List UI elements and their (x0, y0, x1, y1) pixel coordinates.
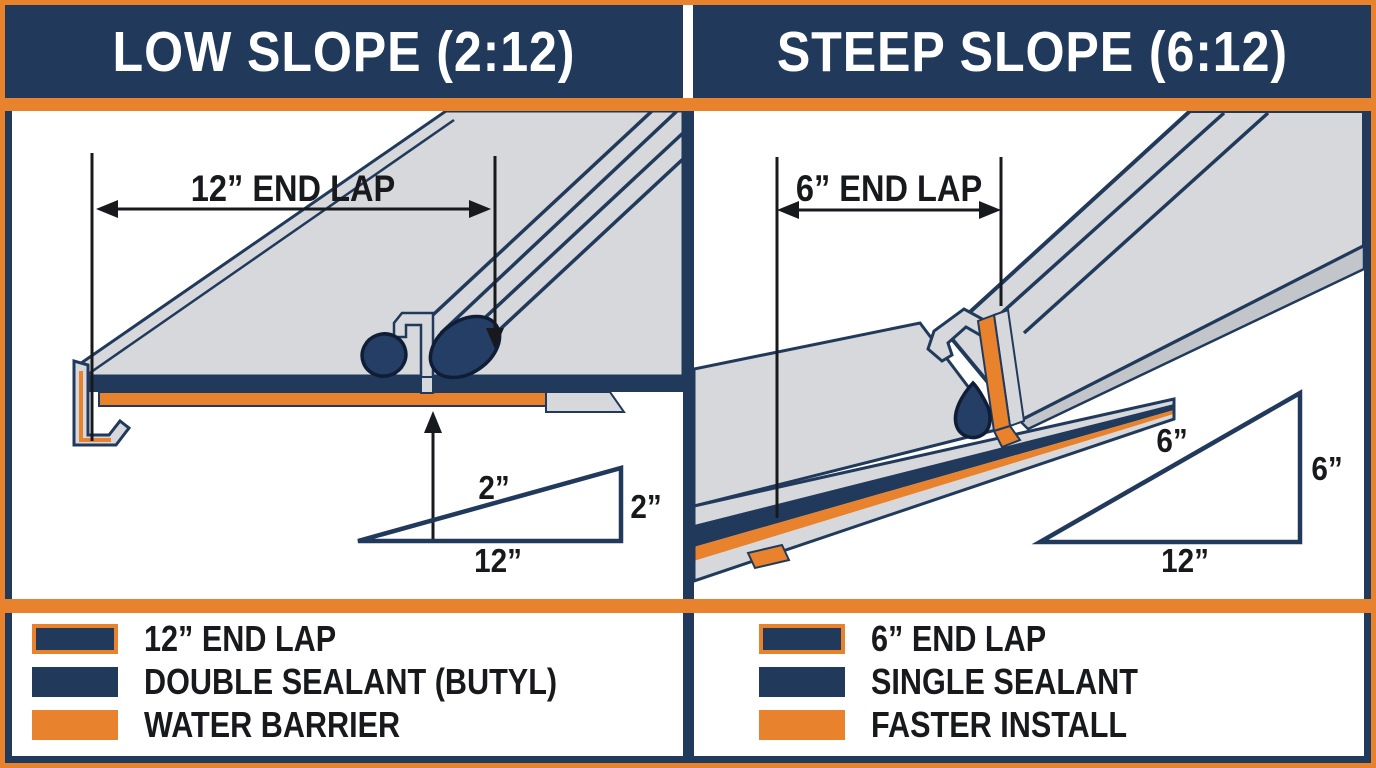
left-frame-bar (5, 613, 12, 756)
butyl-sealant-blob (360, 332, 408, 378)
arrowhead-left (96, 200, 118, 218)
legend-label: FASTER INSTALL (871, 704, 1128, 745)
legend-item-sealant: SINGLE SEALANT (759, 661, 1364, 702)
steep-slope-drawing: 6” END LAP 6” 6” 12” (692, 109, 1366, 584)
header-gap (683, 5, 693, 98)
legend-label: 12” END LAP (144, 618, 337, 659)
arrowhead-right (469, 200, 491, 218)
arrowhead-up (424, 411, 442, 433)
panel-rib-line (459, 131, 685, 342)
header-low-slope: LOW SLOPE (2:12) (5, 5, 683, 98)
slope-rise-label: 2” (630, 489, 661, 526)
low-slope-diagram: 12” END LAP 2” 2” 12” (12, 109, 685, 599)
slope-hypotenuse-label: 2” (478, 470, 509, 507)
triangle-hyp-label-group: 6” (1156, 423, 1187, 460)
legend-swatch-water-barrier (32, 710, 118, 740)
left-frame-bar (5, 111, 12, 599)
slope-run-label: 12” (474, 543, 522, 580)
triangle-rise-label-group: 2” (630, 489, 661, 526)
orange-divider-strip-top (5, 98, 1371, 111)
right-frame-bar (1364, 613, 1371, 756)
legend-label: DOUBLE SEALANT (BUTYL) (144, 661, 558, 702)
header-low-slope-title: LOW SLOPE (2:12) (112, 19, 576, 84)
panel-edge-inner-line (83, 118, 455, 379)
legend-item-end-lap: 12” END LAP (32, 618, 683, 659)
legend-label: SINGLE SEALANT (871, 661, 1138, 702)
lap-edge-navy (694, 404, 1174, 547)
right-frame-bar (1364, 111, 1371, 599)
header-row: LOW SLOPE (2:12) STEEP SLOPE (6:12) (5, 5, 1371, 98)
water-barrier-strip (98, 391, 547, 407)
center-divider-bar (683, 613, 694, 756)
steep-slope-diagram: 6” END LAP 6” 6” 12” (692, 109, 1366, 599)
header-steep-slope-title: STEEP SLOPE (6:12) (776, 19, 1288, 84)
panel-end-tab (545, 391, 626, 413)
panel-rib-line (984, 111, 1226, 329)
slope-triangle (1031, 389, 1303, 545)
panel-underside-band (74, 376, 683, 392)
end-lap-dimension-label: 12” END LAP (191, 168, 395, 209)
legend-item-water-barrier: WATER BARRIER (32, 704, 683, 745)
panel-hem-edge (72, 359, 132, 447)
slope-rise-label: 6” (1311, 451, 1342, 488)
legend-label: 6” END LAP (871, 618, 1047, 659)
center-divider-bar (683, 111, 694, 599)
panel-rib-line (419, 109, 654, 328)
slope-triangle (357, 465, 624, 544)
dimension-label-group: 6” END LAP (796, 168, 982, 209)
hem-water-barrier-line (79, 371, 111, 442)
low-slope-drawing: 12” END LAP 2” 2” 12” (72, 109, 685, 580)
orange-divider-strip-bottom (5, 599, 1371, 613)
single-sealant-drop (953, 380, 992, 440)
sealant-channel-foot (992, 424, 1022, 449)
slope-hypotenuse-label: 6” (1156, 423, 1187, 460)
steep-slope-legend: 6” END LAP SINGLE SEALANT FASTER INSTALL (694, 613, 1364, 756)
triangle-run-label-group: 12” (1161, 543, 1209, 580)
bottom-frame-bar (5, 756, 1371, 763)
dimension-label-group: 12” END LAP (191, 168, 395, 209)
panel-rib-line (479, 157, 685, 349)
legend-item-sealant: DOUBLE SEALANT (BUTYL) (32, 661, 683, 702)
end-lap-dimension-label: 6” END LAP (796, 168, 982, 209)
arrowhead-down (486, 328, 504, 349)
seam-stem (420, 376, 434, 394)
legend-swatch-end-lap (759, 624, 845, 654)
legend-swatch-sealant (32, 667, 118, 697)
legend-swatch-faster-install (759, 710, 845, 740)
arrowhead-right (979, 201, 1001, 219)
panel-rib-line (1022, 111, 1270, 335)
low-slope-legend: 12” END LAP DOUBLE SEALANT (BUTYL) WATER… (12, 613, 683, 756)
water-barrier-tab (746, 543, 791, 570)
lap-edge-gray (694, 399, 1174, 525)
panel-rib-line (439, 109, 679, 335)
legend-swatch-sealant (759, 667, 845, 697)
water-barrier-strip (694, 410, 1174, 561)
legend-swatch-end-lap (32, 624, 118, 654)
legend-item-faster-install: FASTER INSTALL (759, 704, 1364, 745)
drawing-row: 12” END LAP 2” 2” 12” (5, 109, 1371, 599)
header-steep-slope: STEEP SLOPE (6:12) (693, 5, 1371, 98)
arrowhead-left (777, 201, 799, 219)
legend-label: WATER BARRIER (144, 704, 401, 745)
triangle-run-label-group: 12” (474, 543, 522, 580)
triangle-rise-label-group: 6” (1311, 451, 1342, 488)
legend-row: 12” END LAP DOUBLE SEALANT (BUTYL) WATER… (5, 613, 1371, 756)
slope-run-label: 12” (1161, 543, 1209, 580)
legend-item-end-lap: 6” END LAP (759, 618, 1364, 659)
triangle-hyp-label-group: 2” (478, 470, 509, 507)
